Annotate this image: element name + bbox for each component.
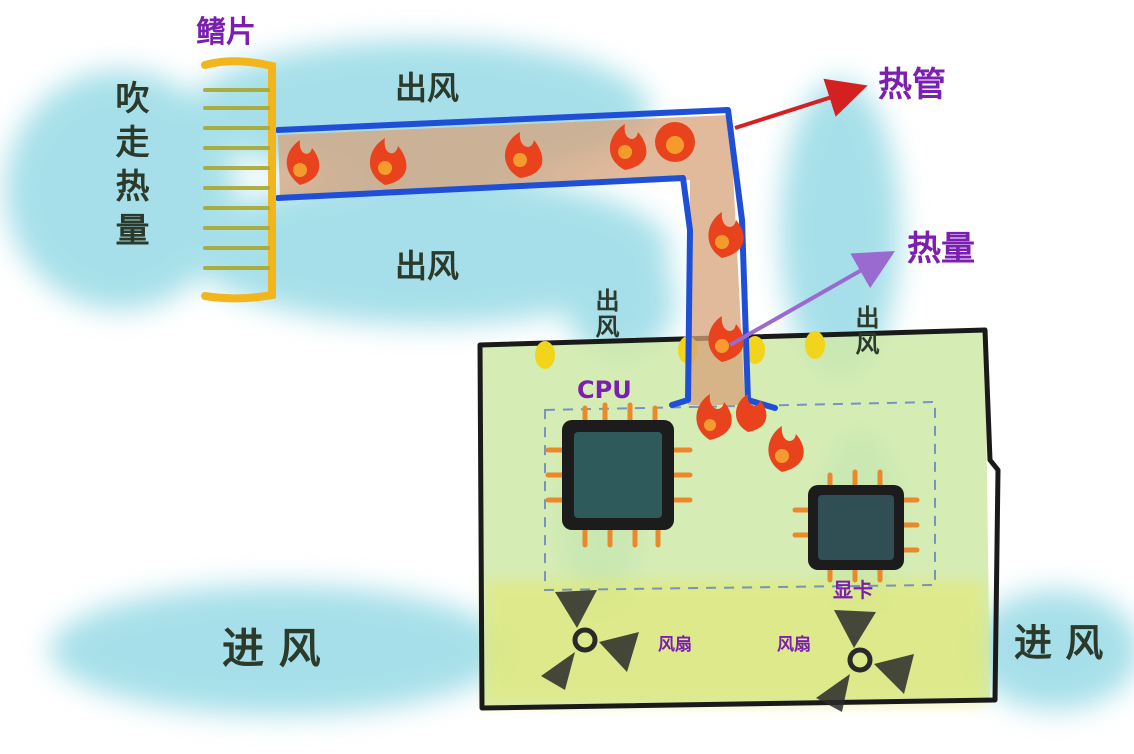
outflow-top-label: 出风	[395, 69, 460, 107]
blow-away-heat-label: 吹走热量	[109, 80, 149, 256]
heat-pipe-arrow	[734, 78, 868, 130]
heat-sink-fins	[201, 57, 276, 303]
cpu-label: CPU	[577, 376, 632, 404]
inflow-left-label: 进 风	[222, 624, 321, 673]
gpu-label: 显卡	[833, 578, 873, 602]
heat-label: 热量	[907, 229, 975, 269]
outflow-left-label: 出风	[591, 288, 619, 340]
fan-left-label: 风扇	[658, 635, 692, 655]
outflow-bottom-label: 出风	[395, 247, 460, 285]
gpu-chip	[792, 469, 920, 583]
fan-right-label: 风扇	[777, 635, 811, 655]
fan-left-icon	[541, 590, 639, 690]
fins-label: 鳍片	[196, 15, 256, 50]
cpu-chip	[545, 402, 693, 548]
heat-pipe-label: 热管	[878, 65, 946, 105]
outflow-right-label: 出风	[851, 305, 879, 357]
inflow-right-label: 进 风	[1014, 621, 1104, 665]
flames	[286, 122, 804, 472]
heat-pipe	[275, 107, 778, 411]
fan-right-icon	[816, 610, 914, 712]
heat-arrow	[729, 251, 895, 347]
